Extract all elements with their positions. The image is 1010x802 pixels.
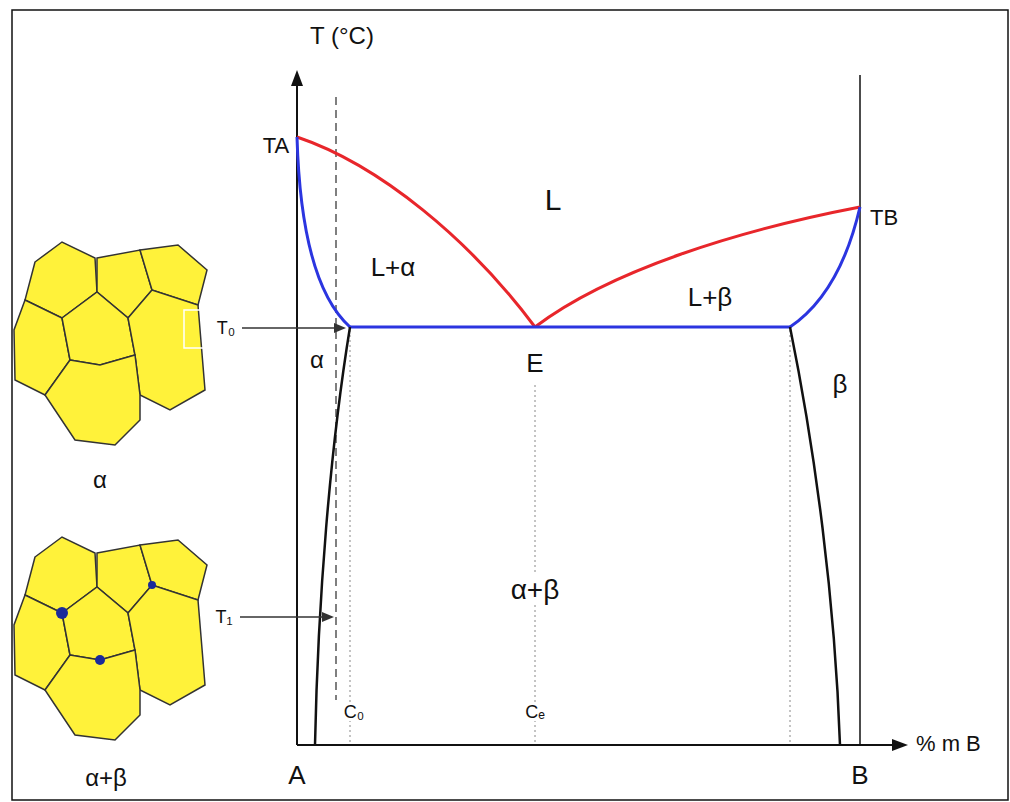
pure-b-line	[859, 75, 861, 745]
arrowhead	[334, 323, 346, 333]
guide-line	[535, 385, 536, 745]
solvus-curve	[790, 327, 840, 745]
eutectic-line	[350, 326, 790, 329]
axis-arrowhead	[291, 70, 303, 86]
composition-label: Cₑ	[523, 703, 547, 722]
micrograph-label: α	[91, 467, 109, 492]
leader-arrow	[240, 616, 324, 618]
alloy-composition-line	[335, 97, 337, 700]
axis-arrowhead	[892, 739, 908, 751]
solidus-curve	[297, 137, 350, 327]
micrograph-label: α+β	[83, 765, 129, 790]
grain	[45, 355, 140, 445]
phase-region-label: α	[308, 347, 326, 372]
guide-line	[350, 330, 351, 745]
eutectic-point-label: E	[524, 350, 545, 377]
composition-label: C₀	[342, 703, 366, 722]
phase-region-label: β	[831, 371, 850, 398]
beta-precipitate	[95, 655, 105, 665]
temperature-point-label: TA	[261, 134, 291, 157]
frame	[12, 10, 1008, 800]
phase-region-label: L+α	[369, 254, 418, 281]
beta-precipitate	[148, 581, 156, 589]
axis-title: % m B	[914, 732, 983, 755]
guide-line	[790, 330, 791, 745]
phase-region-label: L	[543, 184, 564, 216]
grain	[62, 587, 135, 660]
phase-region-label: α+β	[509, 575, 562, 604]
liquidus-curve	[297, 137, 535, 327]
solvus-curve	[315, 327, 350, 745]
axis-title: T (°C)	[308, 23, 376, 48]
grain	[62, 292, 135, 365]
arrowhead	[322, 612, 334, 622]
temperature-point-label: TB	[868, 206, 900, 229]
solidus-curve	[790, 207, 860, 327]
phase-region-label: L+β	[686, 284, 735, 311]
temperature-axis	[296, 82, 298, 745]
micrograph-alpha-beta	[14, 537, 207, 740]
liquidus-curve	[535, 207, 860, 327]
axis-end-label: A	[286, 762, 307, 789]
leader-arrow	[242, 327, 336, 329]
composition-axis	[297, 744, 896, 746]
temperature-label: T₁	[213, 608, 234, 627]
temperature-label: T₀	[215, 319, 237, 338]
micrograph-alpha	[14, 242, 208, 445]
beta-precipitate	[56, 607, 68, 619]
axis-end-label: B	[849, 762, 870, 789]
grain	[45, 650, 140, 740]
detail-frame	[184, 310, 208, 348]
